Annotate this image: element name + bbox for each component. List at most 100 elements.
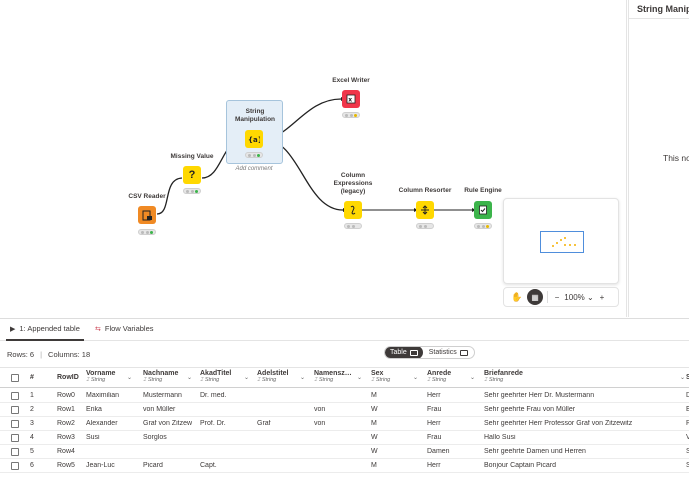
column-name: Sex [371, 370, 384, 377]
column-header[interactable]: Nachname⌶ String [143, 370, 178, 384]
node-output-panel: ▶ 1: Appended table ⇆ Flow Variables Row… [0, 318, 689, 481]
zoom-out-button[interactable]: − [554, 292, 560, 302]
column-name: Adelstitel [257, 370, 289, 377]
minimap-toggle-icon[interactable]: ▦ [527, 289, 543, 305]
table-cell: Mustermann [143, 392, 182, 399]
row-checkbox[interactable] [11, 406, 19, 414]
column-type: ⌶ String [371, 377, 391, 383]
column-expressions-status [344, 223, 362, 229]
row-checkbox[interactable] [11, 462, 19, 470]
column-menu-chevron-icon[interactable]: ⌄ [357, 375, 363, 381]
statistics-view-label: Statistics [428, 349, 457, 356]
table-cell: Frau [427, 434, 442, 441]
table-cell: Row5 [57, 462, 75, 469]
column-header[interactable]: Namensz…⌶ String [314, 370, 352, 384]
table-cell: Sehr geehrte Frau von Müller [484, 406, 576, 413]
select-all-checkbox[interactable] [11, 374, 19, 382]
column-menu-chevron-icon[interactable]: ⌄ [244, 375, 250, 381]
node-title: Missing Value [170, 153, 214, 160]
node-column-resorter-title: Column Resorter [380, 187, 470, 195]
table-cell: Sehr geehrte Damen und Herren [484, 448, 586, 455]
add-comment-link[interactable]: Add comment [235, 166, 273, 172]
table-cell: W [371, 434, 378, 441]
excel-writer-icon[interactable]: x [342, 90, 360, 108]
workflow-canvas[interactable]: CSV Reader Missing Value ? String Manipu… [0, 0, 627, 317]
column-header[interactable]: # [30, 374, 34, 381]
zoom-level-value: 100% [564, 292, 585, 302]
column-type: ⌶ String [257, 377, 277, 383]
pan-mode-icon[interactable]: ✋ [511, 291, 523, 302]
panel-empty-text: This node has no dialog [663, 153, 689, 163]
svg-text:{a}: {a} [248, 136, 260, 144]
table-cell: Graf von Zitzew [143, 420, 193, 427]
statistics-view-button[interactable]: Statistics [423, 349, 474, 356]
column-header[interactable]: Anrede⌶ String [427, 370, 451, 384]
zoom-in-button[interactable]: + [599, 292, 605, 302]
play-icon: ▶ [10, 325, 16, 333]
row-checkbox[interactable] [11, 420, 19, 428]
string-manipulation-icon[interactable]: {a} [245, 130, 263, 148]
column-type: ⌶ String [484, 377, 504, 383]
row-checkbox[interactable] [11, 448, 19, 456]
table-view-label: Table [390, 349, 407, 356]
row-checkbox[interactable] [11, 392, 19, 400]
node-rule-engine-title: Rule Engine [438, 187, 528, 195]
column-type: ⌶ String [427, 377, 447, 383]
rows-count: Rows: 6 [7, 350, 35, 359]
table-cell: 5 [30, 448, 34, 455]
tab-appended-table[interactable]: ▶ 1: Appended table [10, 324, 80, 333]
table-statistics-toggle: Table Statistics [384, 346, 475, 359]
zoom-level-dropdown[interactable]: 100% ⌄ [562, 293, 596, 302]
column-header[interactable]: AkadTitel⌶ String [200, 370, 231, 384]
node-title: Column Resorter [398, 187, 452, 194]
minimap[interactable] [503, 198, 619, 284]
table-cell: Herr [427, 392, 441, 399]
csv-reader-status [138, 229, 156, 235]
column-header[interactable]: RowID [57, 374, 79, 381]
panel-title: String Manipulation [637, 4, 689, 14]
column-resorter-icon[interactable] [416, 201, 434, 219]
column-menu-chevron-icon[interactable]: ⌄ [127, 375, 133, 381]
column-header[interactable]: Adelstitel⌶ String [257, 370, 289, 384]
column-expressions-icon[interactable] [344, 201, 362, 219]
table-cell: Graf [257, 420, 271, 427]
column-header[interactable]: Briefanrede⌶ String [484, 370, 523, 384]
table-cell: W [371, 406, 378, 413]
table-cell: Dr. med. [200, 392, 227, 399]
question-icon[interactable]: ? [183, 166, 201, 184]
column-menu-chevron-icon[interactable]: ⌄ [470, 375, 476, 381]
csv-reader-icon[interactable] [138, 206, 156, 224]
column-type: ⌶ String [143, 377, 163, 383]
column-menu-chevron-icon[interactable]: ⌄ [680, 375, 686, 381]
table-cell: Row1 [57, 406, 75, 413]
rule-engine-icon[interactable] [474, 201, 492, 219]
table-header-row: # RowID Vorname⌶ String ⌄ Nachname⌶ String ⌄ A… [0, 367, 689, 388]
rule-engine-status [474, 223, 492, 229]
table-view-button[interactable]: Table [385, 347, 423, 358]
excel-writer-status [342, 112, 360, 118]
table-cell: Hallo Susi [484, 434, 516, 441]
node-csv-reader-title: CSV Reader [102, 193, 192, 201]
row-checkbox[interactable] [11, 434, 19, 442]
column-header[interactable]: Sex⌶ String [371, 370, 390, 384]
chevron-down-icon: ⌄ [587, 292, 594, 302]
column-menu-chevron-icon[interactable]: ⌄ [300, 375, 306, 381]
table-cell: Sehr geehrter Herr Dr. Mustermann [484, 392, 595, 399]
minimap-viewport[interactable] [540, 231, 584, 253]
column-header[interactable]: S [686, 374, 689, 381]
tab-flow-variables[interactable]: ⇆ Flow Variables [95, 324, 154, 333]
node-title: Excel Writer [332, 77, 370, 84]
table-cell: Row2 [57, 420, 75, 427]
column-menu-chevron-icon[interactable]: ⌄ [413, 375, 419, 381]
columns-count: Columns: 18 [48, 350, 91, 359]
column-name: Briefanrede [484, 370, 523, 377]
column-header[interactable]: Vorname⌶ String [86, 370, 115, 384]
string-manipulation-status [245, 152, 263, 158]
column-menu-chevron-icon[interactable]: ⌄ [187, 375, 193, 381]
